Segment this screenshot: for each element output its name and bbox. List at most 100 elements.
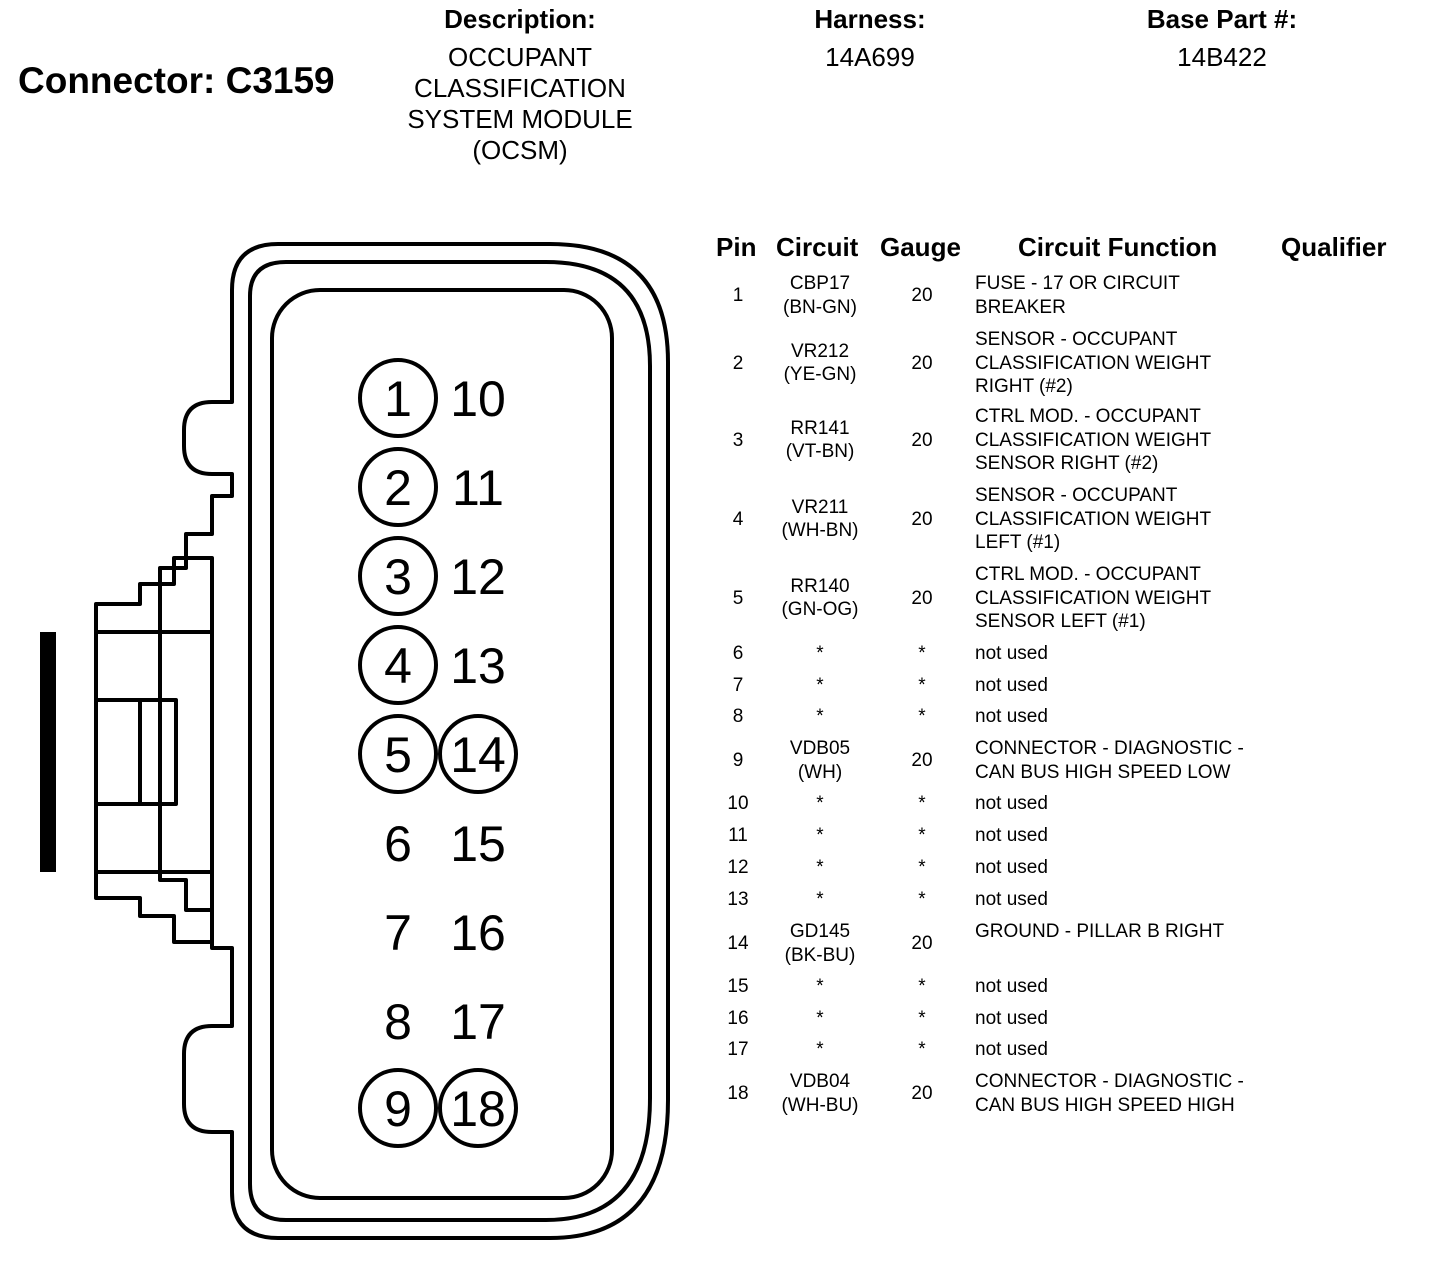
description-value: OCCUPANT CLASSIFICATION SYSTEM MODULE (O… (380, 42, 660, 166)
pin-circle-3 (358, 536, 438, 616)
circuit-function-line: CONNECTOR - DIAGNOSTIC - (975, 1071, 1244, 1092)
circuit-line: VR211 (791, 496, 849, 518)
gauge-cell: * (918, 675, 926, 696)
circuit-line: * (816, 857, 824, 878)
pin-number-3: 3 (384, 549, 412, 605)
circuit-function-line: SENSOR - OCCUPANT (975, 485, 1178, 506)
circuit-cell: * (766, 792, 874, 816)
column-header-circuit: Circuit (776, 232, 859, 262)
pin-cell: 7 (732, 675, 744, 696)
pin-cell: 1 (732, 284, 744, 306)
circuit-cell: * (766, 705, 874, 729)
circuit-line: * (816, 706, 824, 727)
circuit-cell: * (766, 642, 874, 666)
description-line: SYSTEM MODULE (407, 104, 633, 134)
circuit-function-cell: not used (975, 705, 1295, 729)
pin-cell: 9 (732, 749, 744, 771)
circuit-cell: * (766, 975, 874, 999)
pin-circle-4 (358, 625, 438, 705)
circuit-line: * (816, 1039, 824, 1060)
circuit-function-line: not used (975, 675, 1048, 696)
pin-number-16: 16 (450, 905, 506, 961)
pin-cell: 8 (732, 706, 744, 727)
circuit-line: GD145 (789, 921, 851, 942)
circuit-line: * (816, 643, 824, 664)
column-header-gauge: Gauge (880, 232, 961, 262)
latch-outline (94, 556, 214, 944)
pin-number-10: 10 (450, 371, 506, 427)
pin-circle-2 (358, 447, 438, 527)
pin-circle-18 (438, 1068, 518, 1148)
pin-number-13: 13 (450, 638, 506, 694)
pin-number-12: 12 (450, 549, 506, 605)
circuit-cell: * (766, 856, 874, 880)
gauge-cell: * (918, 825, 926, 846)
circuit-function-line: CTRL MOD. - OCCUPANT (975, 406, 1201, 427)
gauge-cell: * (918, 857, 926, 878)
circuit-function-cell: not used (975, 674, 1295, 698)
pin-cell: 16 (727, 1008, 749, 1029)
pin-circle-14 (438, 714, 518, 794)
circuit-line: * (816, 889, 824, 910)
connector-housing (94, 242, 670, 1240)
circuit-function-line: CLASSIFICATION WEIGHT (975, 587, 1212, 609)
base-part-value: 14B422 (1177, 42, 1267, 72)
circuit-line: CBP17 (789, 273, 851, 294)
circuit-function-line: CLASSIFICATION WEIGHT (975, 508, 1212, 530)
circuit-cell: CBP17(BN-GN) (766, 272, 874, 319)
circuit-function-line: CLASSIFICATION WEIGHT (975, 429, 1212, 451)
circuit-function-line: not used (975, 889, 1048, 910)
circuit-cell: VR212(YE-GN) (766, 340, 874, 387)
circuit-line: RR141 (790, 417, 850, 439)
circuit-line: VDB05 (789, 738, 851, 759)
circuit-cell: VR211(WH-BN) (766, 496, 874, 543)
circuit-line: (BN-GN) (783, 296, 857, 318)
column-header-qualifier: Qualifier (1281, 232, 1387, 262)
circuit-function-line: not used (975, 857, 1048, 878)
circuit-line: * (816, 976, 824, 997)
connector-title: Connector: C3159 (18, 60, 335, 101)
base-part-label: Base Part #: (1146, 4, 1298, 34)
pin-number-5: 5 (384, 727, 412, 783)
circuit-function-cell: not used (975, 824, 1295, 848)
pin-number-9: 9 (384, 1081, 412, 1137)
description-label: Description: (444, 4, 596, 34)
housing-outer-outline (158, 242, 670, 1240)
circuit-function-cell: not used (975, 1038, 1295, 1062)
circuit-cell: * (766, 1038, 874, 1062)
circuit-function-line: BREAKER (975, 296, 1066, 318)
circuit-function-line: RIGHT (#2) (975, 376, 1073, 397)
circuit-line: (GN-OG) (781, 599, 859, 621)
gauge-cell: 20 (911, 587, 933, 609)
circuit-line: * (816, 675, 824, 696)
latch-button (94, 698, 178, 806)
gauge-cell: 20 (911, 284, 933, 306)
circuit-function-line: GROUND - PILLAR B RIGHT (975, 921, 1225, 942)
pin-number-4: 4 (384, 638, 412, 694)
gauge-cell: 20 (911, 749, 933, 771)
circuit-function-line: LEFT (#1) (975, 532, 1061, 553)
gauge-cell: * (918, 706, 926, 727)
circuit-function-line: SENSOR RIGHT (#2) (975, 453, 1159, 474)
gauge-cell: * (918, 1039, 926, 1060)
circuit-function-cell: not used (975, 642, 1295, 666)
pin-cell: 4 (732, 508, 744, 530)
pin-cell: 3 (732, 429, 744, 451)
pin-number-17: 17 (450, 994, 506, 1050)
circuit-line: * (816, 825, 824, 846)
gauge-cell: * (918, 1008, 926, 1029)
circuit-function-cell: CONNECTOR - DIAGNOSTIC -CAN BUS HIGH SPE… (975, 1070, 1295, 1117)
pin-cell: 5 (732, 587, 744, 609)
circuit-cell: * (766, 1007, 874, 1031)
pin-number-1: 1 (384, 371, 412, 427)
circuit-function-line: CLASSIFICATION WEIGHT (975, 352, 1212, 374)
circuit-function-cell: not used (975, 975, 1295, 999)
pin-circle-9 (358, 1068, 438, 1148)
circuit-function-cell: CONNECTOR - DIAGNOSTIC -CAN BUS HIGH SPE… (975, 737, 1295, 784)
